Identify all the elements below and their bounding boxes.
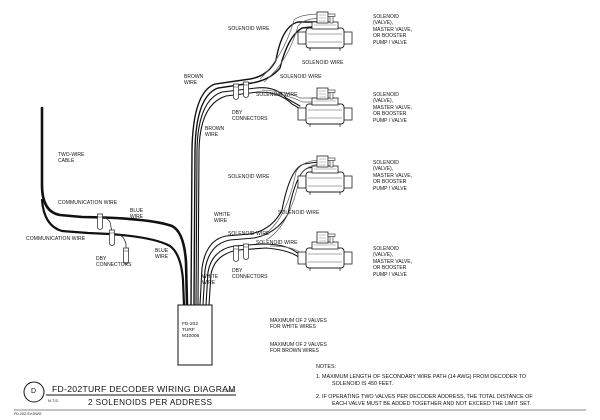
valve-2 bbox=[297, 87, 353, 128]
decoder-box bbox=[177, 304, 213, 366]
valve-4 bbox=[297, 231, 353, 272]
communication-wire-label-2: COMMUNICATION WIRE bbox=[26, 236, 86, 242]
solenoid-wire-label: SOLENOID WIRE bbox=[278, 210, 320, 216]
dby-connector-bottom-1 bbox=[233, 245, 239, 262]
notes-heading: NOTES: bbox=[316, 364, 337, 370]
dby-connector-left-1 bbox=[109, 229, 115, 246]
valve-1 bbox=[297, 11, 353, 52]
solenoid-wire-label: SOLENOID WIRE bbox=[256, 240, 298, 246]
dby-connector-top-2 bbox=[243, 81, 249, 98]
two-wire-cable bbox=[40, 106, 189, 307]
solenoid-wire-label: SOLENOID WIRE bbox=[256, 92, 298, 98]
title-block-graphics bbox=[14, 381, 586, 411]
title-block-letter: D bbox=[31, 388, 37, 395]
valve-3 bbox=[297, 155, 353, 196]
solenoid-wire-label: SOLENOID WIRE bbox=[228, 26, 270, 32]
scale-label: N.T.S. bbox=[48, 398, 59, 403]
solenoid-wire-label: SOLENOID WIRE bbox=[228, 174, 270, 180]
drawing-id: FD-202-SV.DWG bbox=[14, 412, 42, 416]
drawing-title: FD-202TURF DECODER WIRING DIAGRAM bbox=[52, 384, 236, 394]
dby-connector-top-1 bbox=[233, 83, 239, 100]
drawing-date: 1-20-04 bbox=[222, 389, 235, 393]
drawing-subtitle: 2 SOLENOIDS PER ADDRESS bbox=[88, 398, 213, 407]
solenoid-wire-label: SOLENOID WIRE bbox=[302, 60, 344, 66]
solenoid-wire-label: SOLENOID WIRE bbox=[228, 231, 270, 237]
brown-wire-bundle bbox=[190, 21, 321, 306]
solenoid-wires-top bbox=[259, 13, 325, 103]
solenoid-wire-label: SOLENOID WIRE bbox=[280, 74, 322, 80]
note-1: 1. MAXIMUM LENGTH OF SECONDARY WIRE PATH… bbox=[316, 374, 527, 387]
note-2: 2. IF OPERATING TWO VALVES PER DECODER A… bbox=[316, 394, 533, 407]
dby-connector-bottom-2 bbox=[243, 243, 249, 260]
communication-wire-label-1: COMMUNICATION WIRE bbox=[58, 200, 118, 206]
dby-connector-left-0 bbox=[97, 213, 103, 230]
